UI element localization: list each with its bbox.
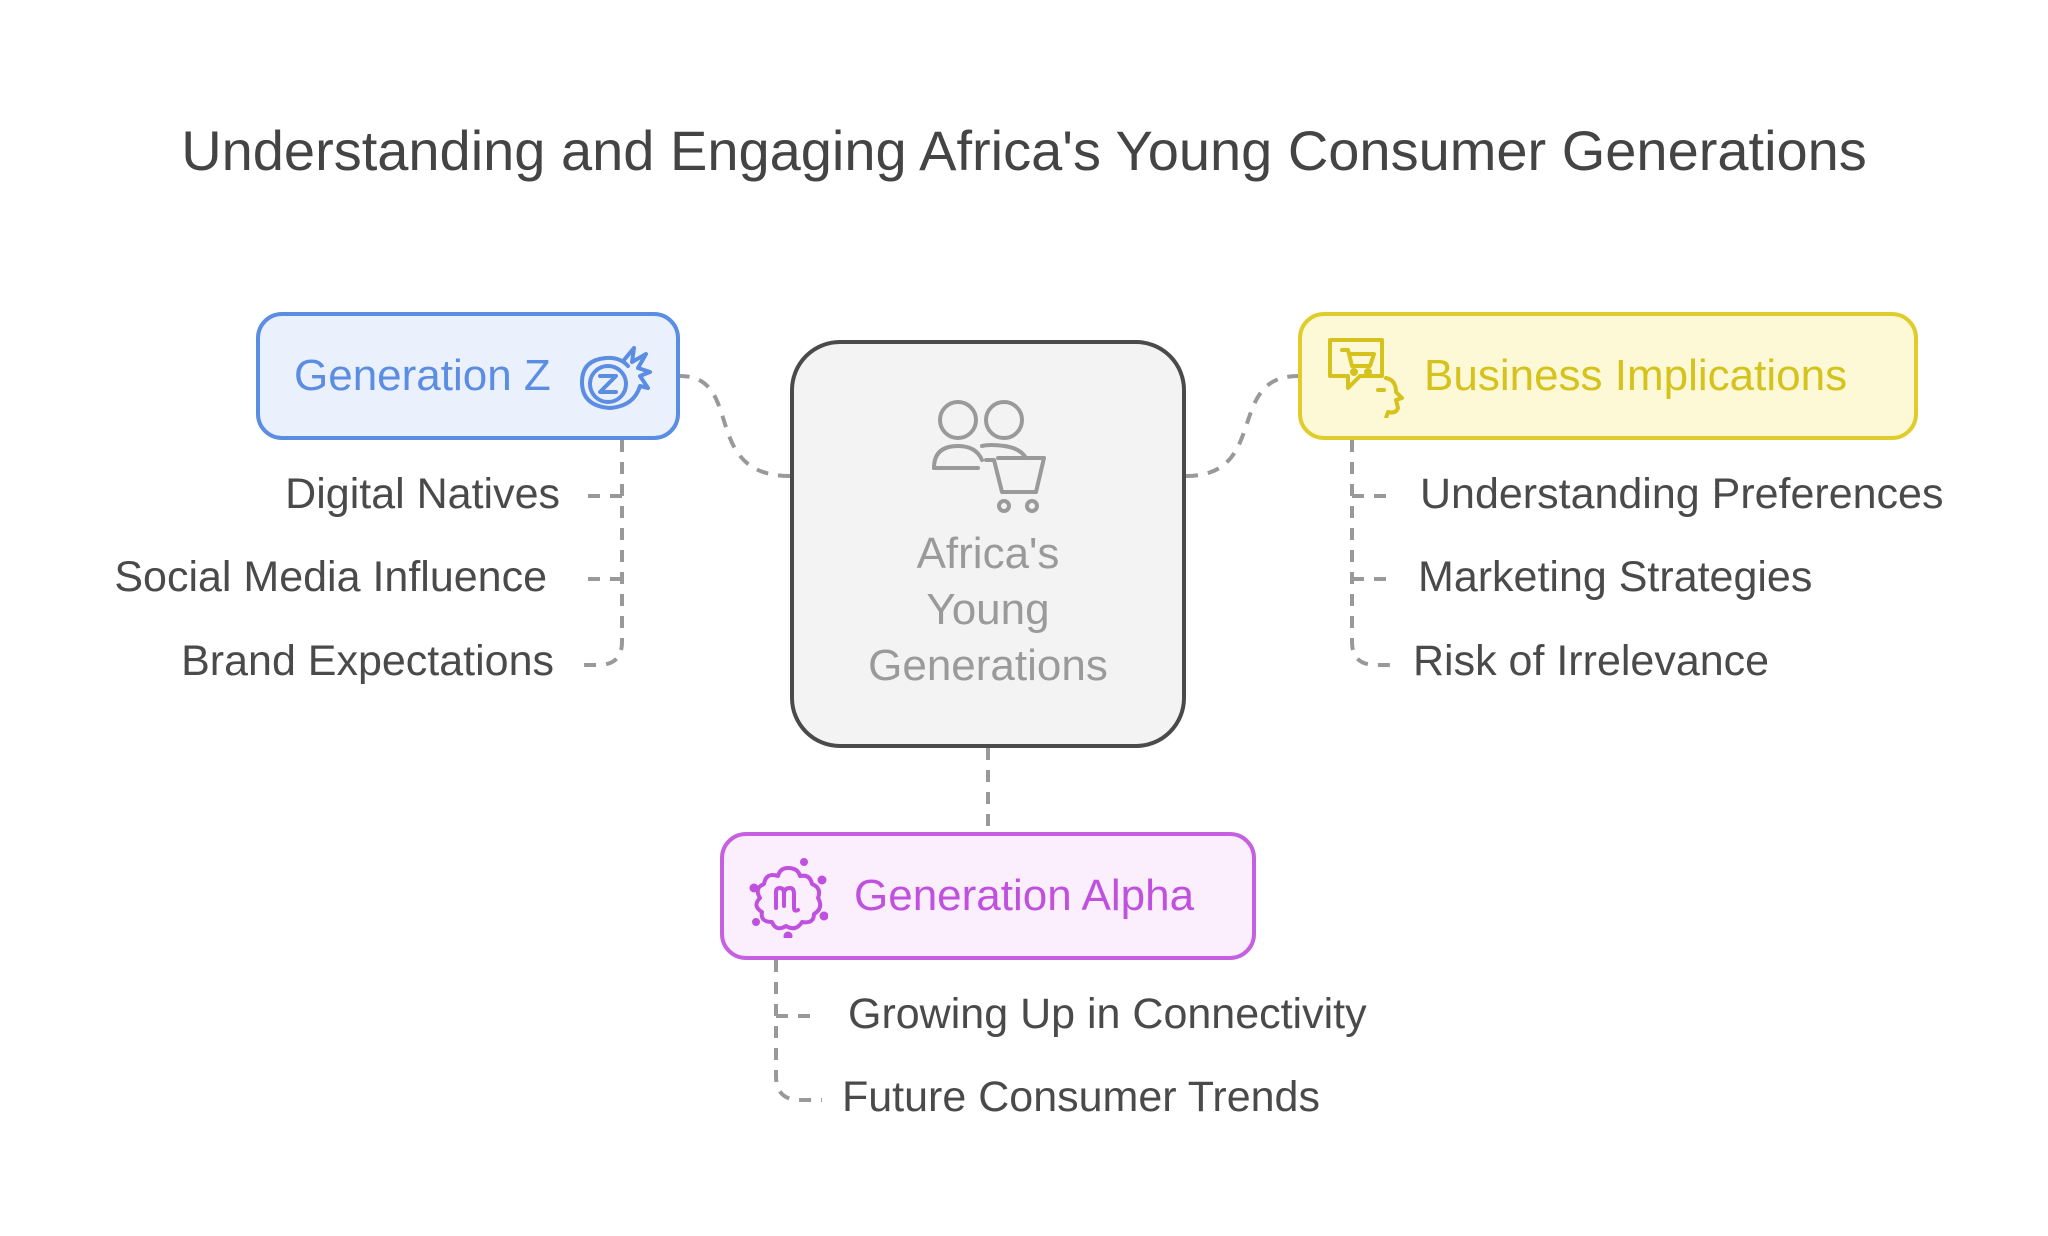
- diagram-title: Understanding and Engaging Africa's Youn…: [181, 119, 1867, 182]
- genz-item-digital-natives: Digital Natives: [285, 470, 560, 518]
- alpha-item-growing-up-in-connectivity: Growing Up in Connectivity: [848, 990, 1367, 1038]
- alpha-tree: [774, 960, 822, 1102]
- genz-tree: [575, 440, 624, 667]
- business-item-marketing-strategies: Marketing Strategies: [1418, 553, 1813, 601]
- alpha-item-future-consumer-trends: Future Consumer Trends: [842, 1073, 1320, 1121]
- alpha-badge-icon: [748, 858, 828, 938]
- business-tree: [1350, 440, 1398, 667]
- business-item-risk-of-irrelevance: Risk of Irrelevance: [1413, 637, 1770, 685]
- connector-genz: [679, 374, 791, 478]
- people-shopping-cart-icon: [932, 398, 1052, 519]
- node-generation-z-label: Generation Z: [294, 351, 551, 400]
- connector-business: [1185, 374, 1299, 478]
- business-item-understanding-preferences: Understanding Preferences: [1420, 470, 1944, 518]
- genz-item-social-media-influence: Social Media Influence: [114, 553, 547, 601]
- node-generation-alpha-label: Generation Alpha: [854, 871, 1195, 920]
- center-label-line-2: Young: [926, 585, 1050, 634]
- node-business-implications-label: Business Implications: [1424, 351, 1848, 400]
- center-node: Africa's Young Generations: [790, 340, 1186, 748]
- center-label: Africa's Young Generations: [794, 526, 1182, 694]
- cart-speech-icon: [1326, 336, 1406, 418]
- z-badge-icon: [574, 336, 654, 416]
- center-label-line-3: Generations: [868, 641, 1108, 690]
- node-generation-z: Generation Z: [256, 312, 680, 440]
- node-business-implications: Business Implications: [1298, 312, 1918, 440]
- genz-item-brand-expectations: Brand Expectations: [181, 637, 554, 685]
- center-label-line-1: Africa's: [916, 529, 1060, 578]
- node-generation-alpha: Generation Alpha: [720, 832, 1256, 960]
